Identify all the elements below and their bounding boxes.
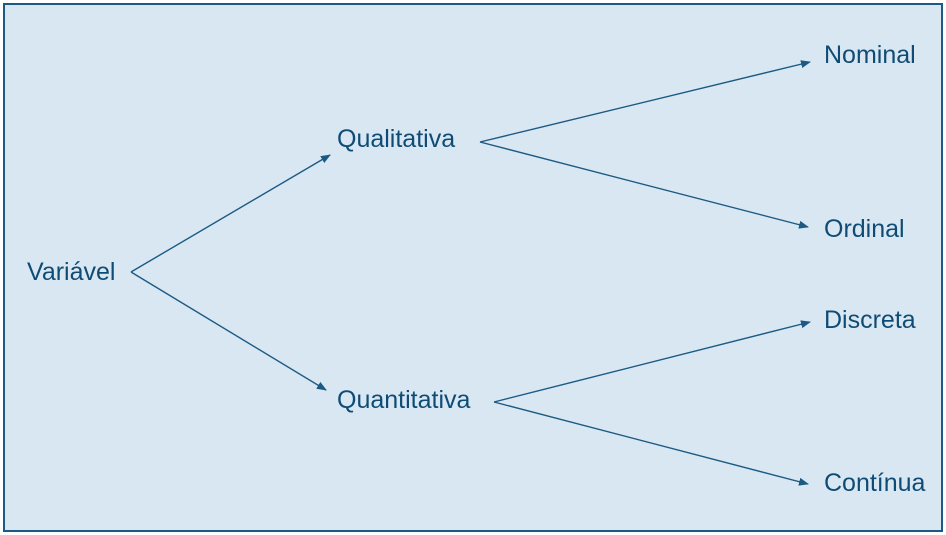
node-continua: Contínua — [824, 469, 926, 497]
edge-quantitativa-continua — [493, 401, 809, 486]
edge-qualitativa-nominal — [479, 60, 811, 143]
node-variavel: Variável — [27, 258, 116, 286]
node-qualitativa: Qualitativa — [337, 125, 456, 153]
node-ordinal: Ordinal — [824, 215, 905, 243]
node-quantitativa: Quantitativa — [337, 386, 471, 414]
edge-quantitativa-discreta — [493, 320, 811, 403]
edge-root-qualitativa — [130, 154, 331, 273]
node-discreta: Discreta — [824, 306, 916, 334]
edge-root-quantitativa — [130, 271, 327, 391]
node-nominal: Nominal — [824, 41, 916, 69]
edge-qualitativa-ordinal — [479, 141, 809, 229]
diagram-frame — [3, 3, 943, 532]
